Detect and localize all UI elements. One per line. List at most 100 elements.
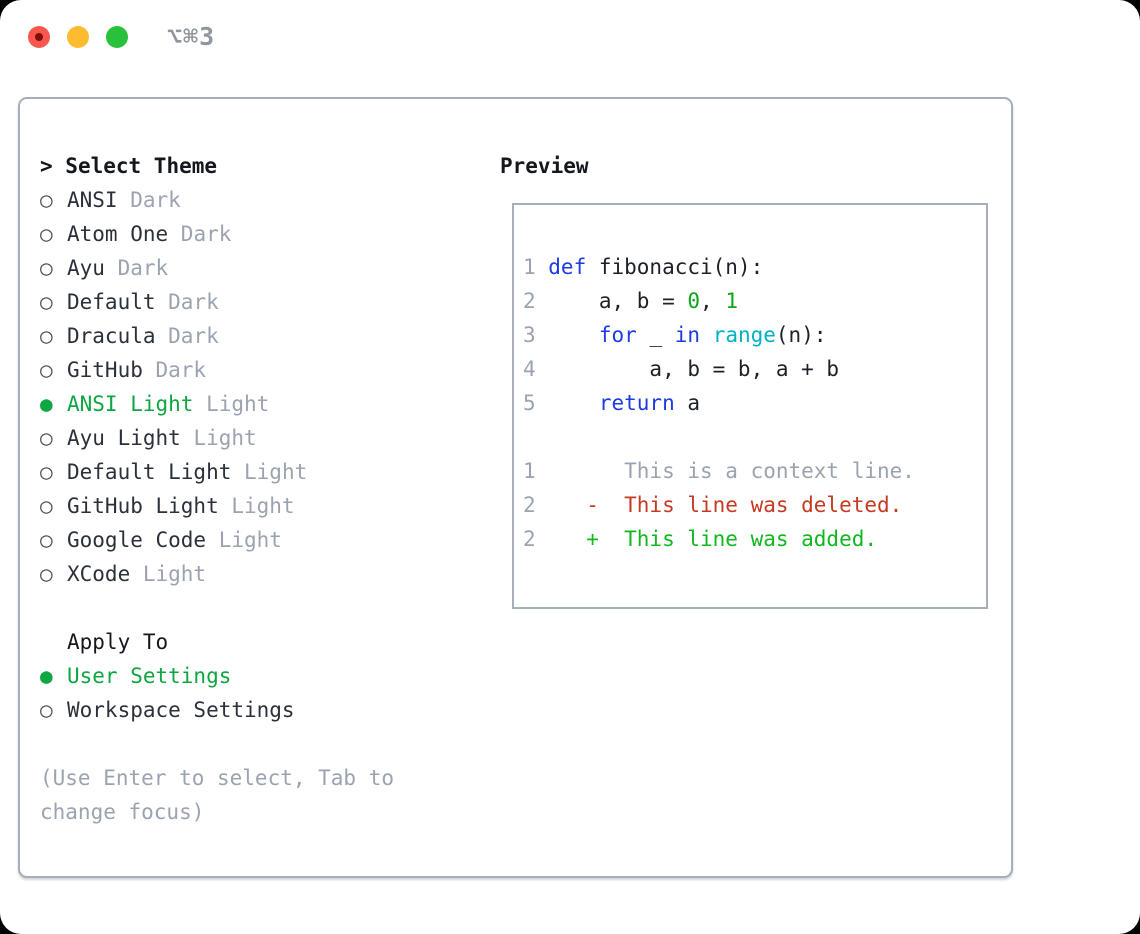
code-segment-plain: ,: [700, 289, 726, 313]
line-number: 2: [523, 289, 536, 313]
theme-item-label: ANSI: [67, 188, 118, 212]
theme-variant-tag: Light: [231, 460, 308, 484]
theme-item-label: Google Code: [67, 528, 207, 552]
theme-variant-tag: Light: [130, 562, 207, 586]
apply-to-option[interactable]: ● User Settings: [40, 659, 394, 693]
spacer: [40, 591, 394, 625]
preview-code-line: 1 def fibonacci(n):: [523, 250, 980, 284]
line-number: 1: [523, 255, 536, 279]
line-number: 2: [523, 493, 536, 517]
apply-to-option[interactable]: ○Workspace Settings: [40, 693, 394, 727]
hint-line-2: change focus): [40, 800, 205, 824]
theme-item-label: Default: [67, 290, 156, 314]
code-segment-plain: [548, 391, 599, 415]
minimize-button[interactable]: [67, 26, 89, 48]
close-button[interactable]: [28, 26, 50, 48]
code-segment-added: + This line was added.: [548, 527, 878, 551]
code-segment-plain: a, b = b, a + b: [548, 357, 840, 381]
preview-code-line: 3 for _ in range(n):: [523, 318, 980, 352]
apply-to-list: ● User Settings ○Workspace Settings: [40, 659, 394, 727]
theme-variant-tag: Dark: [155, 290, 219, 314]
radio-unselected-icon: ○: [40, 494, 53, 518]
apply-to-header: Apply To: [67, 630, 169, 654]
preview-code-line: 2 + This line was added.: [523, 522, 980, 556]
line-number: 1: [523, 459, 536, 483]
theme-variant-tag: Light: [218, 494, 295, 518]
spacer: [40, 727, 394, 761]
theme-variant-tag: Light: [206, 528, 282, 552]
line-number: 2: [523, 527, 536, 551]
theme-item[interactable]: ○ ANSI Dark: [40, 183, 394, 217]
theme-item[interactable]: ○XCode Light: [40, 557, 394, 591]
theme-list: ○ ANSI Dark ○ Atom One Dark ○ Ayu Dark ○ Defaul…: [40, 183, 394, 591]
code-segment-keyword: def: [548, 255, 587, 279]
theme-item-label: ANSI Light: [67, 392, 194, 416]
code-segment-plain: (n):: [775, 323, 827, 347]
preview-blank-line: [523, 420, 980, 454]
preview-code-line: 4 a, b = b, a + b: [523, 352, 980, 386]
preview-code-line: 2 a, b = 0, 1: [523, 284, 980, 318]
apply-to-option-label: User Settings: [67, 664, 232, 688]
radio-unselected-icon: ○: [40, 698, 53, 722]
theme-item[interactable]: ○Dracula Dark: [40, 319, 394, 353]
theme-item-label: Ayu: [67, 256, 105, 280]
code-segment-plain: [548, 323, 599, 347]
code-segment-keyword: in: [674, 323, 701, 347]
select-theme-title: Select Theme: [65, 154, 218, 178]
theme-item-label: XCode: [67, 562, 131, 586]
code-segment-plain: a: [674, 391, 701, 415]
line-number: 5: [523, 391, 536, 415]
preview-code-line: 1 This is a context line.: [523, 454, 980, 488]
theme-item[interactable]: ● ANSI Light Light: [40, 387, 394, 421]
close-dot-icon: [35, 33, 43, 41]
theme-picker-panel: > Select Theme ○ANSI Dark○Atom One Dark○…: [18, 97, 1013, 878]
select-theme-header: > Select Theme: [40, 149, 394, 183]
theme-variant-tag: Dark: [142, 358, 207, 382]
radio-unselected-icon: ○: [40, 290, 53, 314]
line-number: 4: [523, 357, 536, 381]
theme-item[interactable]: ○ Atom One Dark: [40, 217, 394, 251]
code-segment-plain: _: [636, 323, 675, 347]
theme-variant-tag: Dark: [117, 188, 181, 212]
theme-variant-tag: Dark: [104, 256, 169, 280]
code-segment-plain: a, b =: [548, 289, 688, 313]
line-number: 3: [523, 323, 536, 347]
theme-item-label: GitHub Light: [67, 494, 219, 518]
theme-item[interactable]: ○ Default Dark: [40, 285, 394, 319]
theme-item[interactable]: ○ GitHub Light Light: [40, 489, 394, 523]
radio-unselected-icon: ○: [40, 460, 53, 484]
radio-unselected-icon: ○: [40, 188, 53, 212]
theme-item[interactable]: ○ Default Light Light: [40, 455, 394, 489]
radio-unselected-icon: ○: [40, 528, 53, 552]
window-shortcut-label: ⌥⌘3: [167, 22, 216, 51]
radio-unselected-icon: ○: [40, 256, 53, 280]
theme-picker-column: > Select Theme ○ANSI Dark○Atom One Dark○…: [40, 149, 394, 829]
theme-item-label: Dracula: [67, 324, 156, 348]
zoom-button[interactable]: [106, 26, 128, 48]
theme-item-label: Ayu Light: [67, 426, 181, 450]
code-segment-number: 1: [725, 289, 738, 313]
theme-item[interactable]: ○ Ayu Dark: [40, 251, 394, 285]
radio-selected-icon: ●: [40, 664, 53, 688]
theme-item[interactable]: ○Ayu Light Light: [40, 421, 394, 455]
radio-unselected-icon: ○: [40, 358, 53, 382]
theme-item[interactable]: ○GitHub Dark: [40, 353, 394, 387]
radio-unselected-icon: ○: [40, 222, 53, 246]
theme-variant-tag: Dark: [155, 324, 219, 348]
titlebar: ⌥⌘3: [0, 0, 1140, 97]
theme-variant-tag: Light: [180, 426, 257, 450]
theme-item[interactable]: ○ Google Code Light: [40, 523, 394, 557]
theme-item-label: Default Light: [67, 460, 232, 484]
hint-line-1: (Use Enter to select, Tab to: [40, 766, 395, 790]
radio-selected-icon: ●: [40, 392, 53, 416]
preview-code-line: 5 return a: [523, 386, 980, 420]
cursor-icon: >: [40, 154, 66, 178]
preview-title: Preview: [500, 154, 589, 178]
preview-code-line: 2 - This line was deleted.: [523, 488, 980, 522]
code-segment-plain: fibonacci(n):: [586, 255, 764, 279]
theme-variant-tag: Light: [193, 392, 270, 416]
theme-item-label: Atom One: [67, 222, 169, 246]
theme-variant-tag: Dark: [168, 222, 232, 246]
